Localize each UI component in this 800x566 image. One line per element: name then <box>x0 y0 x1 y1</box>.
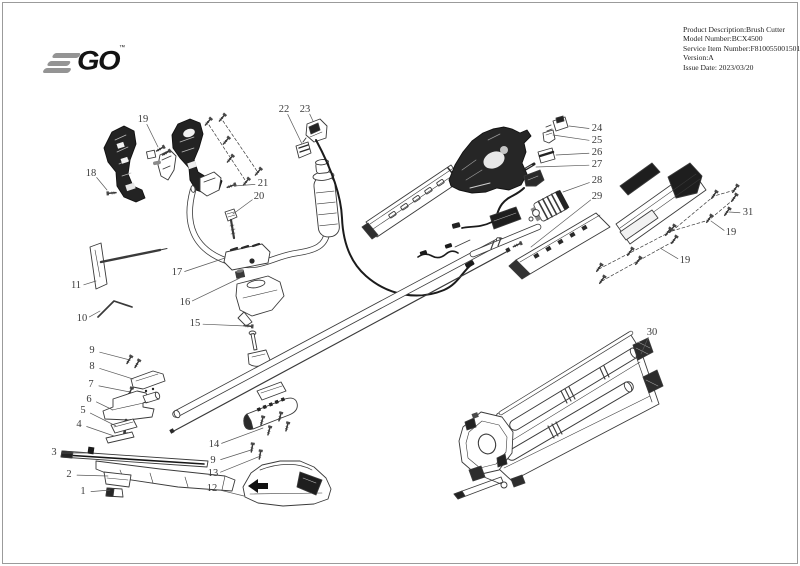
part-stand-assembly-30 <box>453 330 664 500</box>
part-nut-16 <box>235 269 246 279</box>
part-blade-3 <box>60 446 209 468</box>
product-description: Product Description:Brush Cutter <box>683 25 786 34</box>
part-clip-1 <box>105 487 124 498</box>
part-screw-15 <box>243 322 271 367</box>
part-battery-rail <box>361 164 463 240</box>
callout-label-9-13: 9 <box>210 455 216 466</box>
callout-label-28-28: 28 <box>591 175 603 186</box>
part-handle-housing-left <box>103 125 146 203</box>
callout-label-1-0: 1 <box>80 486 86 497</box>
logo-go-text: GO <box>77 46 121 76</box>
part-clip-and-screws-19 <box>146 143 173 166</box>
version: Version:A <box>683 53 714 63</box>
model-number: Model Number:BCX4500 <box>683 34 763 44</box>
part-hanger-bracket <box>243 397 298 430</box>
callout-label-14-14: 14 <box>208 439 220 450</box>
service-item-number: Service Item Number:F810055001501 <box>683 43 800 53</box>
issue-date: Issue Date: 2023/03/20 <box>683 62 754 72</box>
part-clamp-bracket-lower <box>235 275 285 327</box>
part-upper-tube <box>469 223 542 258</box>
part-trigger-switch <box>451 169 545 230</box>
callout-label-19-19: 19 <box>137 114 149 125</box>
part-connector-22 <box>295 137 312 159</box>
callout-label-17-17: 17 <box>171 267 183 278</box>
part-wrench-11 <box>89 242 168 290</box>
part-cup-washer-5 <box>110 418 138 434</box>
callout-label-9-8: 9 <box>89 345 95 356</box>
callout-label-2-1: 2 <box>66 469 72 480</box>
callout-label-16-16: 16 <box>179 297 191 308</box>
part-pin-27 <box>522 162 536 172</box>
part-drive-rod <box>169 247 511 434</box>
callout-label-3-2: 3 <box>51 447 57 458</box>
callout-label-19-32: 19 <box>725 227 737 238</box>
callout-leader-lines <box>61 113 741 497</box>
callout-label-23-23: 23 <box>299 104 311 115</box>
logo-trademark: ™ <box>119 45 126 51</box>
part-bracket-25 <box>542 129 556 144</box>
part-grip <box>312 159 340 238</box>
part-clamp-17 <box>223 242 271 271</box>
callout-label-19-33: 19 <box>679 255 691 266</box>
callout-label-13-12: 13 <box>207 468 219 479</box>
part-shaft-tube <box>172 237 504 419</box>
part-bolt-20 <box>224 208 238 240</box>
callout-label-12-11: 12 <box>206 483 218 494</box>
callout-label-18-18: 18 <box>85 168 97 179</box>
part-screws-9-left <box>124 353 143 370</box>
callout-label-7-6: 7 <box>88 379 94 390</box>
ego-logo: GO ™ <box>40 45 126 76</box>
part-mount-rail-29 <box>508 212 611 280</box>
callout-label-31-31: 31 <box>742 207 754 218</box>
screw-pattern-19-31-right <box>594 182 741 286</box>
callout-label-5-4: 5 <box>80 405 86 416</box>
part-guard-12 <box>242 460 332 507</box>
callout-label-15-15: 15 <box>189 318 201 329</box>
callout-label-22-22: 22 <box>278 104 290 115</box>
part-guard-plate-2 <box>103 471 132 488</box>
callout-label-10-9: 10 <box>76 313 88 324</box>
part-motor-28 <box>528 189 570 222</box>
part-box-26 <box>537 147 556 164</box>
part-screw-18 <box>105 189 117 197</box>
part-washer-4 <box>105 431 135 444</box>
callout-label-4-3: 4 <box>76 419 82 430</box>
part-screws-13-9 <box>248 441 264 461</box>
callout-label-11-10: 11 <box>70 280 82 291</box>
callout-label-6-5: 6 <box>86 394 92 405</box>
part-trimmer-head-6 <box>102 390 161 439</box>
callout-label-26-26: 26 <box>591 147 603 158</box>
callout-label-20-20: 20 <box>253 191 265 202</box>
part-bracket-8 <box>130 370 166 393</box>
part-throttle-cable <box>315 139 475 297</box>
part-switch-23 <box>305 118 328 143</box>
product-info-block: Product Description:Brush Cutter Model N… <box>683 25 800 72</box>
screw-pattern-19-left <box>203 111 264 188</box>
part-upper-housing-assembly <box>615 162 707 245</box>
part-trigger-lever <box>199 171 222 197</box>
callout-label-30-30: 30 <box>646 327 658 338</box>
callout-label-21-21: 21 <box>257 178 269 189</box>
part-hanger-clip <box>256 381 287 401</box>
part-wire-10 <box>97 300 133 318</box>
callout-label-25-25: 25 <box>591 135 603 146</box>
callout-label-8-7: 8 <box>89 361 95 372</box>
callout-label-29-29: 29 <box>591 191 603 202</box>
part-switch-24 <box>545 115 569 132</box>
part-handle-bracket <box>157 149 177 181</box>
callout-label-27-27: 27 <box>591 159 603 170</box>
callout-label-24-24: 24 <box>591 123 603 134</box>
part-motor-housing <box>448 126 532 194</box>
